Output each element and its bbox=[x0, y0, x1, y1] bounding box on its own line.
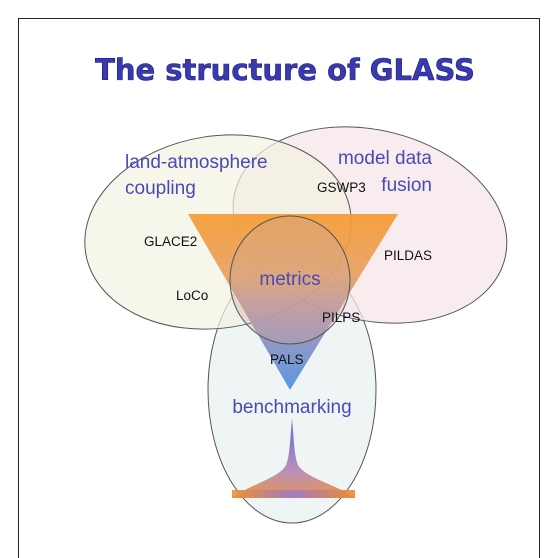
project-loco: LoCo bbox=[176, 288, 208, 303]
model-data-fusion-label-line1: model data bbox=[338, 148, 432, 169]
funnel-base bbox=[232, 490, 355, 498]
metrics-circle bbox=[229, 215, 351, 345]
metrics-triangle bbox=[188, 214, 398, 390]
project-gswp3: GSWP3 bbox=[317, 180, 366, 195]
model-data-fusion-label-line2: fusion bbox=[381, 175, 432, 196]
land-atmosphere-label-line1: land-atmosphere bbox=[125, 152, 268, 173]
glass-venn-diagram: The structure of GLASS land-atmosphere c… bbox=[84, 53, 508, 524]
metrics-label: metrics bbox=[259, 269, 320, 290]
project-glace2: GLACE2 bbox=[144, 234, 197, 249]
benchmarking-funnel bbox=[232, 418, 355, 498]
project-pilps: PILPS bbox=[322, 310, 360, 325]
project-pildas: PILDAS bbox=[384, 248, 432, 263]
project-pals: PALS bbox=[270, 352, 304, 367]
land-atmosphere-label-line2: coupling bbox=[125, 178, 196, 199]
benchmarking-label: benchmarking bbox=[232, 397, 351, 418]
page-title: The structure of GLASS bbox=[95, 53, 475, 87]
